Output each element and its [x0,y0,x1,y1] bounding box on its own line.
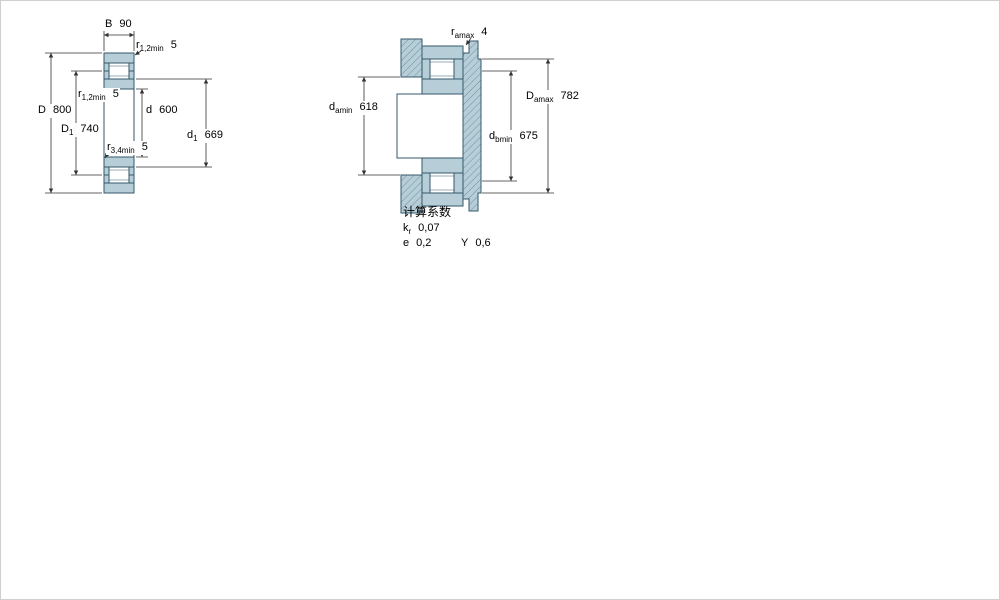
dim-symbol: r [107,141,111,153]
dim-subscript: 1 [193,134,198,144]
dim-label-r12-top: r1,2min 5 [136,39,177,53]
dim-symbol: r [78,88,82,100]
dim-symbol: d [146,104,153,116]
dim-label-Da: Damax 782 [525,90,580,105]
factor-subscript: r [408,227,412,237]
roller [108,62,130,80]
right-dimension-lines [358,37,554,194]
roller [108,166,130,184]
bearing-top-section [103,52,135,90]
bearing-bottom-section [103,156,135,194]
inner-ring [421,157,464,174]
dim-value: 5 [170,39,177,51]
dim-symbol: B [105,18,113,30]
dim-label-ra: ramax 4 [451,26,487,40]
r12-top-leader-line [134,50,142,56]
dim-label-D: D 800 [37,104,73,119]
dim-label-d: d 600 [146,104,177,118]
outer-ring [103,182,135,194]
inner-ring-left-flange [103,70,110,80]
dim-value: 4 [481,26,488,38]
dim-symbol: D [38,104,46,116]
dim-subscript: 1,2min [139,44,164,54]
inner-ring-left-flange [103,166,110,176]
dim-subscript: amax [533,95,554,105]
factor-symbol: k [403,222,409,234]
factor-value: 0,6 [475,237,491,249]
bearing-top-section [421,45,464,95]
bearing-bottom-section [421,157,464,207]
left-dimension-lines [45,31,212,194]
Da-extension-lines [482,58,554,194]
dim-label-B: B 90 [105,18,132,32]
dim-value: 675 [519,130,538,142]
inner-ring-right-flange [128,166,135,176]
dim-subscript: 3,4min [110,146,135,156]
dim-symbol: D [61,123,69,135]
dim-label-d1: d1 669 [186,129,224,144]
factor-kr: kr 0,07 [403,222,440,236]
dim-value: 740 [80,123,99,135]
dim-symbol: D [526,90,534,102]
outer-ring-right-flange [128,62,135,72]
calculation-factors-title: 计算系数 [403,205,452,219]
dim-label-r34: r3,4min 5 [106,141,149,156]
right-flange [453,58,464,80]
factor-symbol: e [403,237,410,249]
outer-ring [103,52,135,64]
dim-symbol: d [187,129,194,141]
dim-value: 5 [141,141,148,153]
ra-leader-line [465,37,472,46]
inner-ring [103,156,135,168]
dim-value: 600 [159,104,178,116]
factor-symbol: Y [461,237,469,249]
db-extension-lines [482,70,517,182]
dim-subscript: bmin [495,135,513,145]
shaft [396,93,464,159]
outer-ring-right-flange [128,174,135,184]
outer-ring-left-flange [103,174,110,184]
inner-ring-right-flange [128,70,135,80]
dim-symbol: r [136,39,140,51]
abutment-collar-right [462,40,482,212]
dim-label-db: dbmin 675 [488,130,539,145]
dim-value: 782 [560,90,579,102]
dim-subscript: 1 [68,128,74,138]
d1-extension-lines [136,78,212,168]
factor-e: e 0,2 [403,237,431,251]
dim-value: 618 [359,101,378,113]
dim-label-r12-mid: r1,2min 5 [77,88,120,103]
dim-symbol: d [489,130,496,142]
inner-ring [421,78,464,95]
dim-label-da: damin 618 [328,101,379,116]
right-view-drawing [358,37,554,214]
outer-ring-left-flange [103,62,110,72]
dim-subscript: amin [335,106,353,116]
factor-value: 0,07 [418,222,440,234]
dim-subscript: amax [454,31,475,41]
shoulder-block-top [400,38,423,78]
left-flange [421,172,431,194]
factor-Y: Y 0,6 [461,237,491,251]
dim-symbol: r [451,26,455,38]
dim-label-D1: D1 740 [60,123,100,138]
right-flange [453,172,464,194]
dim-subscript: 1,2min [81,93,106,103]
outer-diameter-extension-lines [45,52,102,194]
b-extension-lines [103,31,135,51]
dim-value: 800 [52,104,72,116]
left-flange [421,58,431,80]
left-view-drawing [45,31,212,194]
outer-ring [421,45,464,60]
dim-value: 90 [119,18,132,30]
dim-symbol: d [329,101,336,113]
dim-value: 5 [112,88,119,100]
factor-value: 0,2 [416,237,432,249]
dim-value: 669 [204,129,223,141]
